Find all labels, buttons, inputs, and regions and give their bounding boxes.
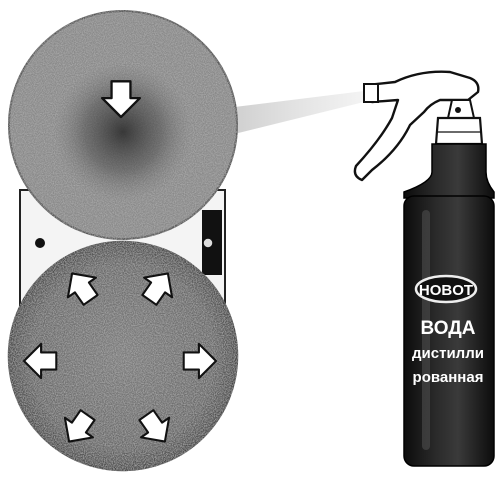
frame-bolt-left (35, 238, 45, 248)
frame-bolt-right (203, 238, 213, 248)
label-line-1: ВОДА (420, 318, 475, 339)
spray-bottle: HOBOT ВОДА дистилли рованная (355, 72, 494, 466)
lower-pad (9, 242, 237, 470)
label-line-2: дистилли (412, 345, 484, 362)
upper-pad (9, 11, 237, 239)
brand-name: HOBOT (419, 282, 473, 299)
label-line-3: рованная (413, 369, 484, 386)
bottle-label: HOBOT ВОДА дистилли рованная (412, 276, 484, 386)
